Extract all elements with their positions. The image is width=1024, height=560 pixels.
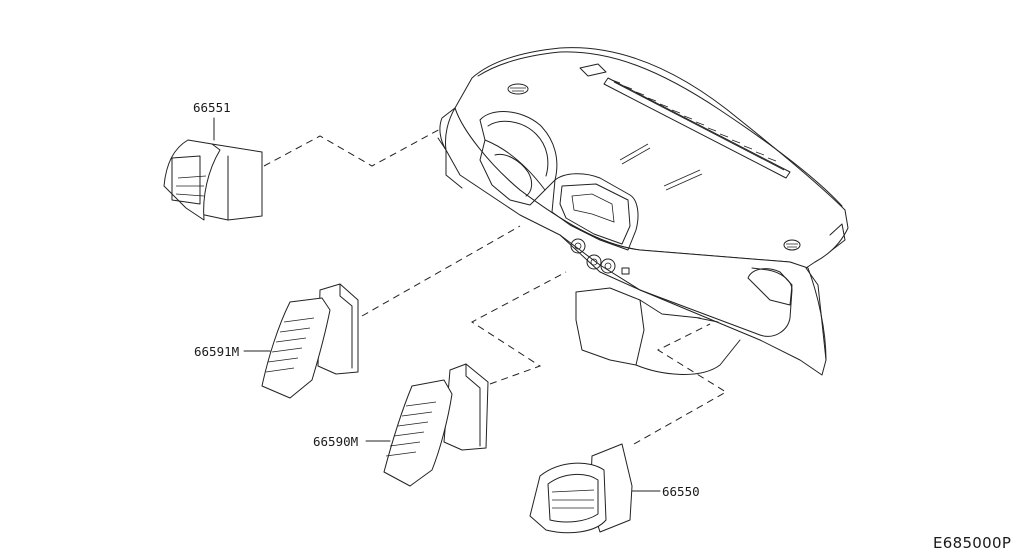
callout-ticks: [213, 117, 661, 492]
part-66550-vent: [529, 443, 633, 534]
part-66551-vent: [163, 139, 263, 221]
hvac-knobs: [570, 238, 630, 275]
part-66591M-vent: [261, 283, 359, 399]
part-label-66550: 66550: [662, 484, 700, 499]
dashboard-assembly: [437, 47, 849, 376]
leader-lines: [263, 127, 727, 445]
part-label-66551: 66551: [193, 100, 231, 115]
part-label-66590M: 66590M: [313, 434, 358, 449]
defrost-grille: [603, 77, 791, 179]
figure-code: E685000P: [933, 534, 1011, 552]
part-66590M-vent: [383, 363, 489, 487]
part-label-66591M: 66591M: [194, 344, 239, 359]
